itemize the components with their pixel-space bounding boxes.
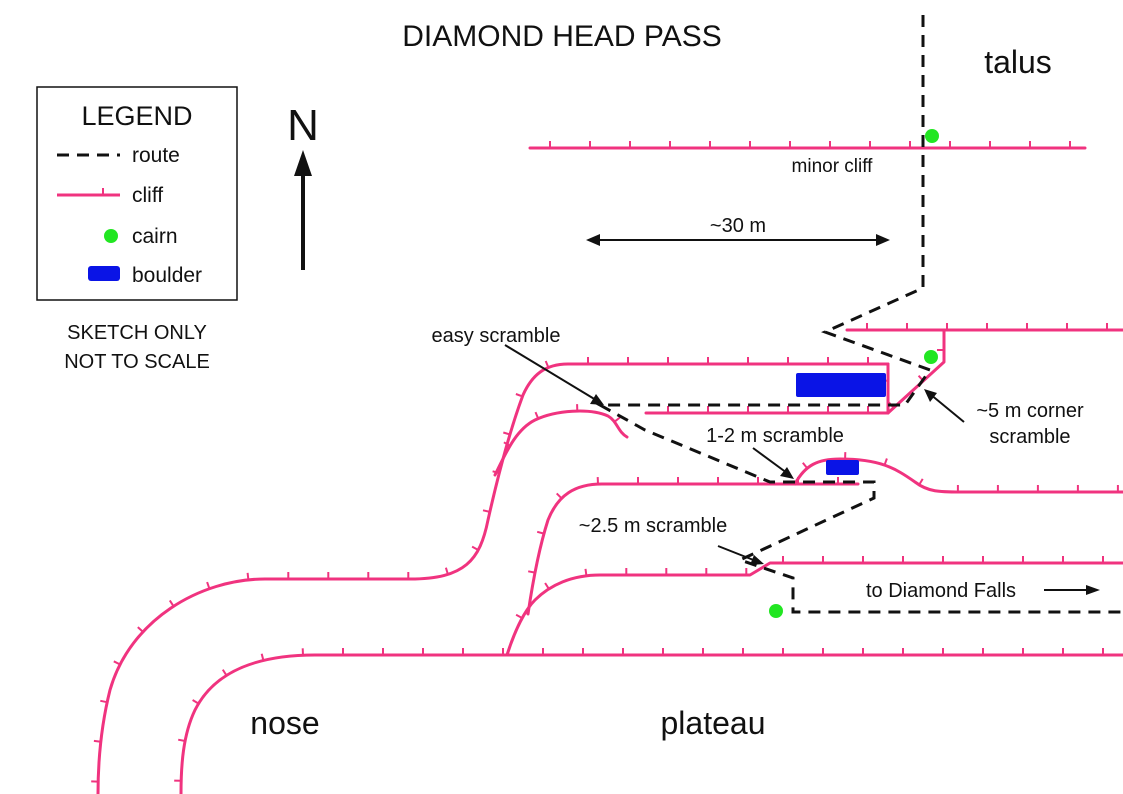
corner-scramble-label-1: ~5 m corner [976,400,1084,422]
cairn-top [925,129,939,143]
cliff-tick [482,509,491,513]
to-falls-arrow [1044,585,1100,595]
cliffs [91,141,1123,794]
cliff-tick [918,478,924,486]
cliff-tick [528,570,536,574]
scramble-25-label: ~2.5 m scramble [579,515,727,537]
corner-scramble-pointer [924,389,965,423]
to-falls-label: to Diamond Falls [866,580,1016,602]
cliff-tick [544,582,550,590]
cliff-tick [503,431,511,436]
legend-cliff-symbol [57,188,120,197]
cliff-corner [886,328,946,415]
cliff-base [179,653,1123,794]
cliff-tick [883,458,888,466]
cliff-tick [113,660,121,666]
cliff-tick [206,581,211,590]
cliff-tick [492,470,500,474]
boulder-small [826,460,859,475]
cliff-tick [178,738,186,742]
cliff-lower [505,561,1123,657]
cliff-tick [613,416,621,423]
cliff-tick [137,626,144,633]
plateau-label: plateau [661,705,766,741]
corner-scramble-label-2: scramble [989,426,1070,448]
cliff-tick [515,613,523,619]
cairn-corner [924,350,938,364]
cliff-tick [168,599,175,607]
cliff-tick [555,492,563,500]
legend-title: LEGEND [81,101,192,131]
talus-label: talus [984,44,1052,80]
cliff-inner-curve [493,409,629,477]
cliff-tick [802,462,808,469]
cliff-easy-top [96,362,890,794]
cliff-tick [93,739,102,743]
cliff-tick [444,567,449,575]
cliff-mid-boulder-bump [793,457,1123,494]
north-label: N [287,101,319,150]
cliff-tick [534,411,540,419]
legend-route-label: route [132,144,180,167]
easy-scramble-pointer [504,344,604,405]
legend-cairn-symbol [104,229,118,243]
distance-arrow [586,234,890,246]
route-path [594,15,1123,614]
disclaimer-line-1: SKETCH ONLY [67,322,207,344]
cliff-tick [544,360,550,368]
cliff-tick [584,568,588,576]
easy-scramble-label: easy scramble [432,325,561,347]
cliff-tick [515,393,523,398]
north-arrow-head [294,150,312,176]
disclaimer-line-2: NOT TO SCALE [64,351,210,373]
cairn-bottom [769,604,783,618]
small-scramble-label: 1-2 m scramble [706,425,844,447]
legend-cliff-label: cliff [132,184,163,207]
small-scramble-pointer [752,447,794,479]
scramble-25-pointer [717,545,764,565]
north-arrow: N [287,101,319,270]
cliff-tick [221,669,228,677]
legend-boulder-label: boulder [132,264,202,287]
legend-cairn-label: cairn [132,225,178,248]
cliff-tick [536,530,545,535]
minor-cliff-label: minor cliff [792,156,874,177]
cliff-tick [260,653,265,661]
cliff-tick [503,441,511,447]
nose-label: nose [250,705,319,741]
distance-label: ~30 m [710,215,766,237]
boulder-large [796,373,886,397]
cliff-tick [100,699,108,704]
legend-boulder-symbol [88,266,120,281]
cliff-tick [471,545,479,551]
legend: LEGEND route cliff cairn boulder [36,86,238,301]
cliff-tick [246,572,250,581]
cliff-mid [526,482,860,616]
cliff-tick [192,699,200,705]
map-title: DIAMOND HEAD PASS [402,20,722,53]
